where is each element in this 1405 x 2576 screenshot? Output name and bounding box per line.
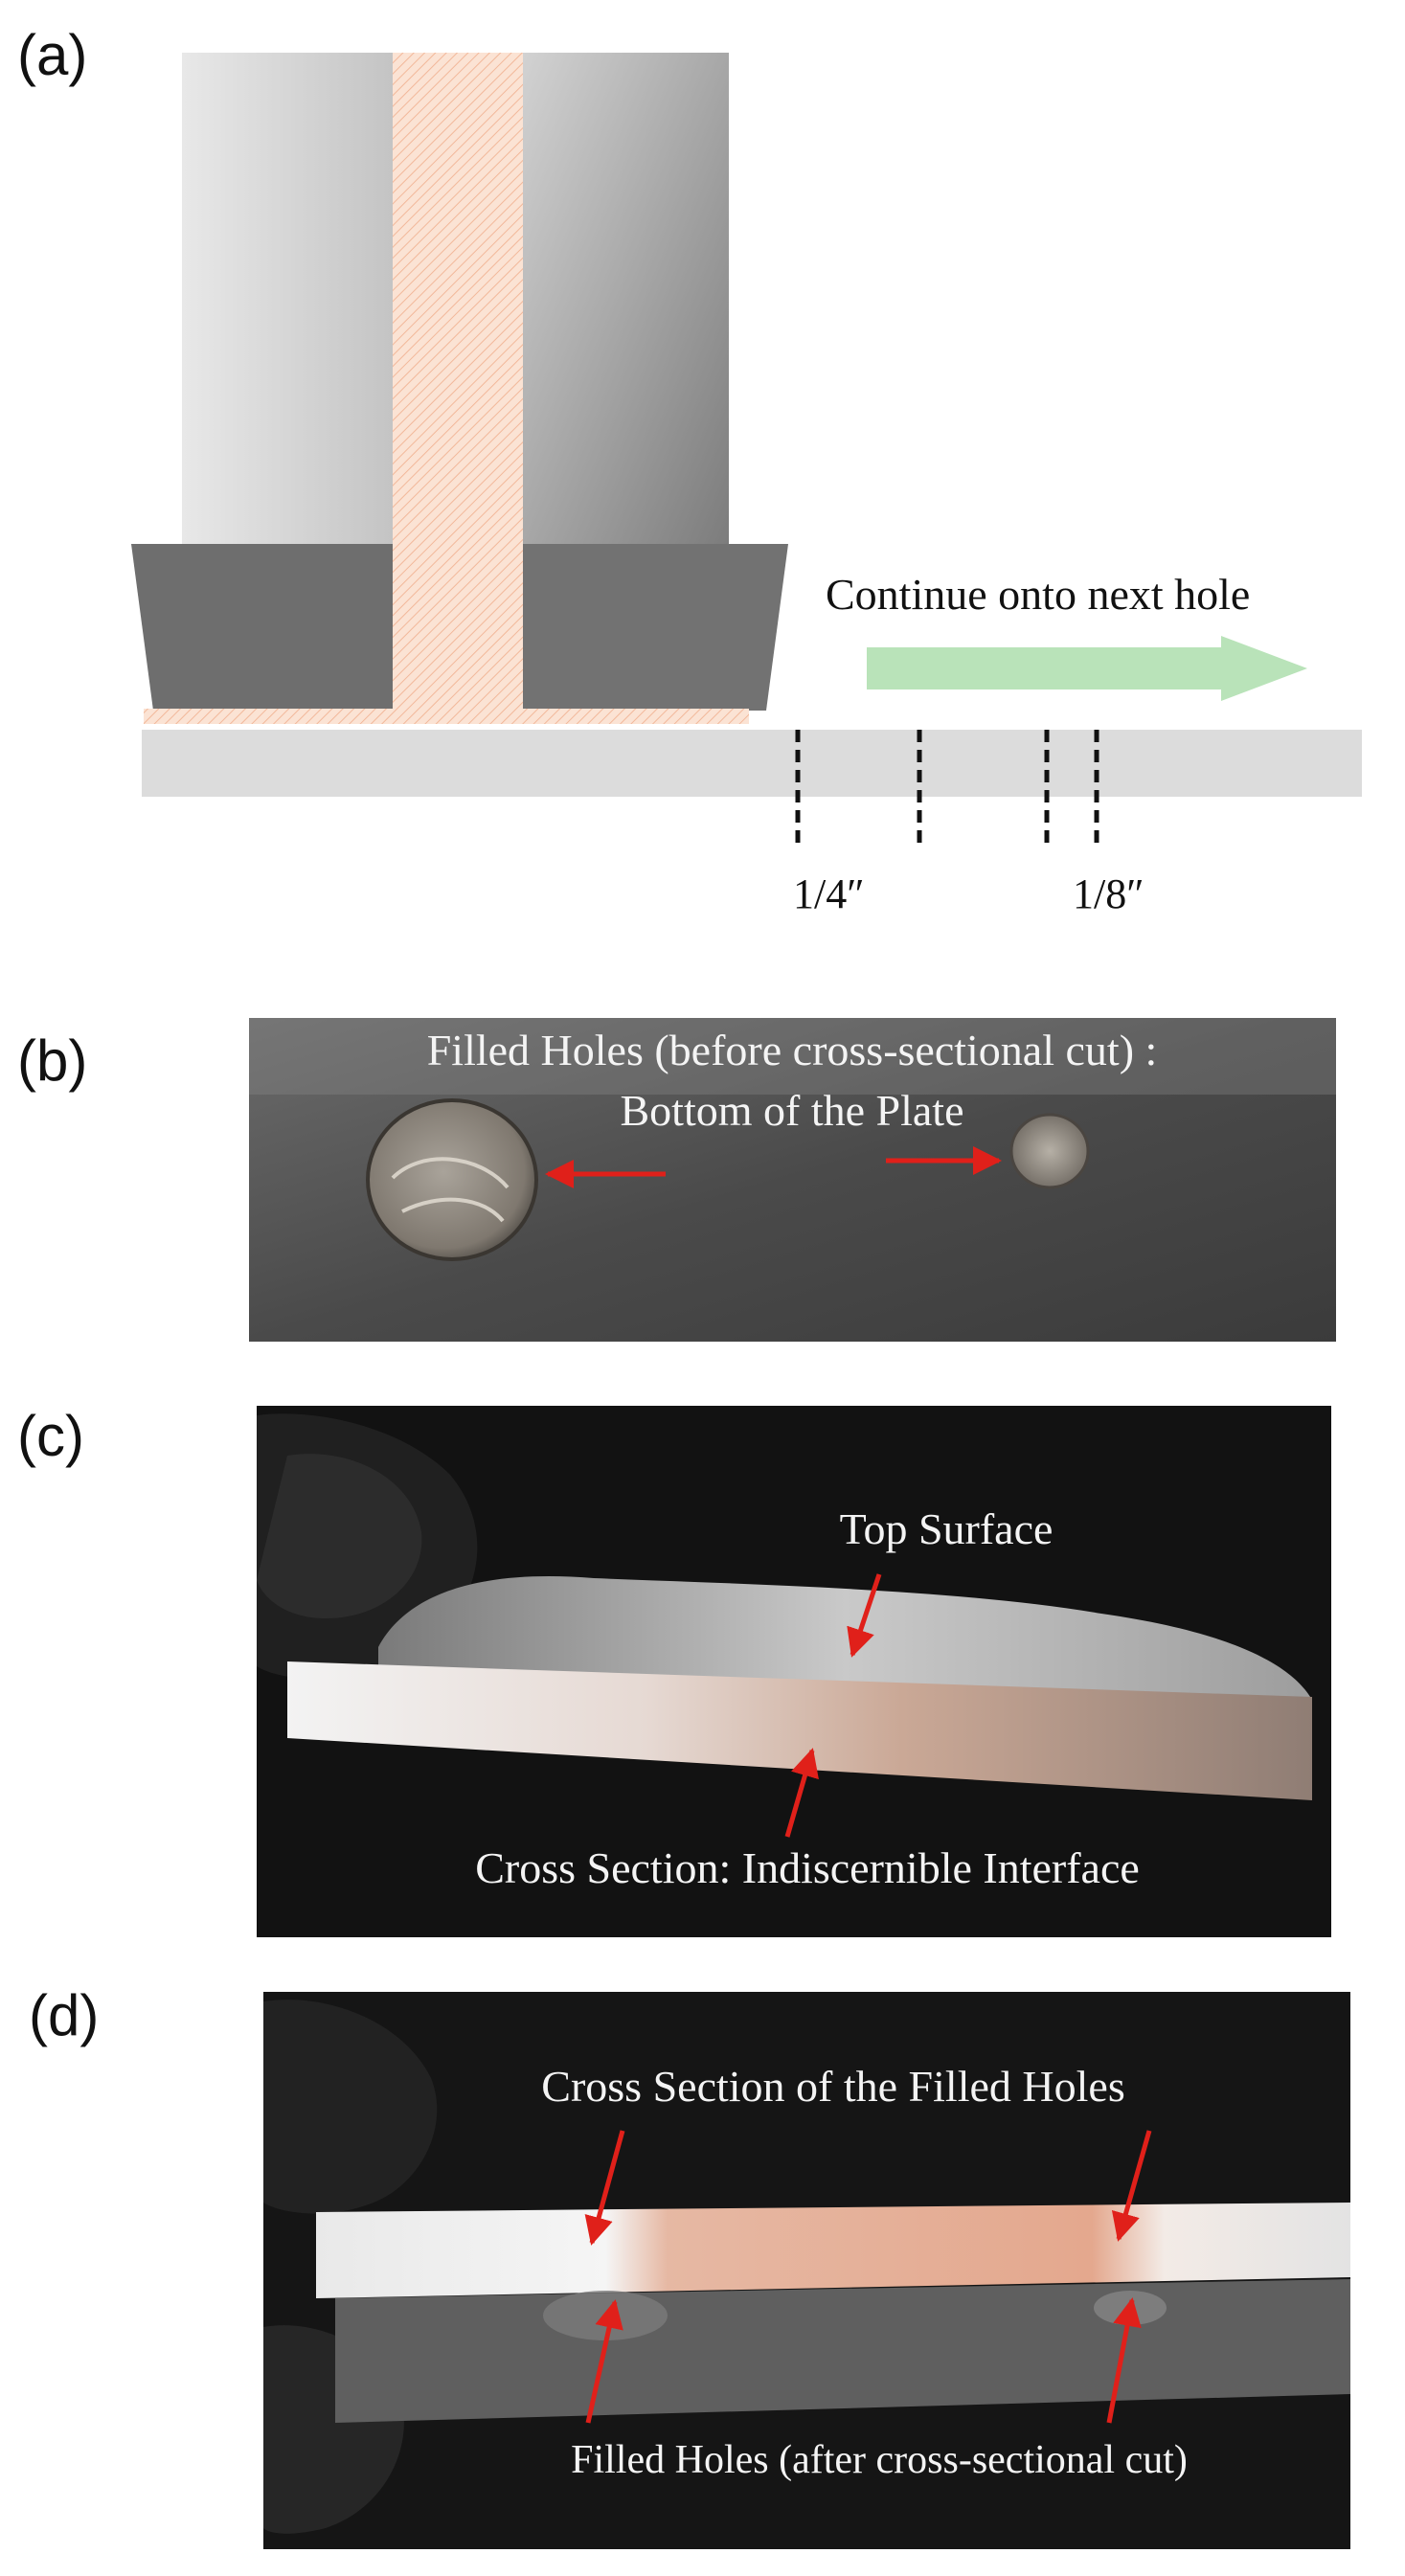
plate-cross-section-d (316, 2203, 1350, 2298)
glove-d (263, 2000, 438, 2214)
plate-cross-section-c (287, 1661, 1312, 1800)
dimension-label-small: 1/8″ (1073, 870, 1144, 917)
panel-d: (d) Cross Section of the Filled Holes Fi… (29, 1983, 1350, 2549)
cross-section-photo-d: Cross Section of the Filled Holes Filled… (263, 1992, 1350, 2549)
panel-a: (a) 1/4″ 1/8″ Continue onto next hole (17, 23, 1362, 917)
arrow-head (1221, 636, 1307, 701)
panel-b-caption-line2: Bottom of the Plate (620, 1086, 963, 1135)
arrow-cross-section-c (784, 1748, 819, 1838)
arrow-section-right-top (1111, 2130, 1152, 2242)
panel-d-caption-top: Cross Section of the Filled Holes (541, 2062, 1124, 2111)
plate-top-surface-c (378, 1576, 1312, 1700)
plate-highlight (249, 1018, 1336, 1095)
panel-c-label: (c) (17, 1404, 84, 1468)
filled-hole-small (1009, 1113, 1090, 1189)
plate-bottom-photo: Filled Holes (before cross-sectional cut… (249, 1018, 1336, 1342)
panel-d-caption-bottom: Filled Holes (after cross-sectional cut) (571, 2438, 1188, 2482)
arrow-hole-right-bottom (1106, 2297, 1142, 2424)
panel-a-label: (a) (17, 23, 87, 87)
panel-c-caption-bottom: Cross Section: Indiscernible Interface (475, 1843, 1140, 1892)
continue-annotation: Continue onto next hole (826, 570, 1250, 619)
direction-arrow (867, 636, 1307, 701)
cross-section-photo-c: Top Surface Cross Section: Indiscernible… (257, 1406, 1331, 1937)
panel-c-caption-top: Top Surface (840, 1504, 1054, 1553)
tool-body-left (182, 53, 393, 546)
hole-swirl (391, 1157, 510, 1223)
filled-hole-large (366, 1098, 538, 1261)
panel-b: (b) Filled Holes (before cross-sectional… (17, 1018, 1336, 1342)
arrow-section-left-top (584, 2130, 625, 2246)
arrow-shaft (867, 647, 1221, 689)
panel-b-label: (b) (17, 1028, 87, 1093)
hole-section-left (543, 2291, 668, 2340)
panel-b-caption-line1: Filled Holes (before cross-sectional cut… (427, 1026, 1158, 1074)
tool-body-right (523, 53, 729, 546)
panel-d-label: (d) (29, 1983, 99, 2047)
filler-rod (393, 53, 523, 713)
panel-c: (c) Top Surface Cross Section: Indiscern… (17, 1404, 1331, 1937)
tool-schematic (131, 53, 1362, 797)
tool-shoulder-right (523, 544, 788, 711)
arrow-top-surface (847, 1573, 882, 1658)
base-plate (142, 730, 1362, 797)
dimension-label-large: 1/4″ (793, 870, 865, 917)
tool-shoulder-left (131, 544, 393, 711)
filler-layer (144, 709, 749, 724)
glove-c-knuckle (257, 1454, 422, 1618)
arrow-hole-left-bottom (585, 2299, 623, 2424)
